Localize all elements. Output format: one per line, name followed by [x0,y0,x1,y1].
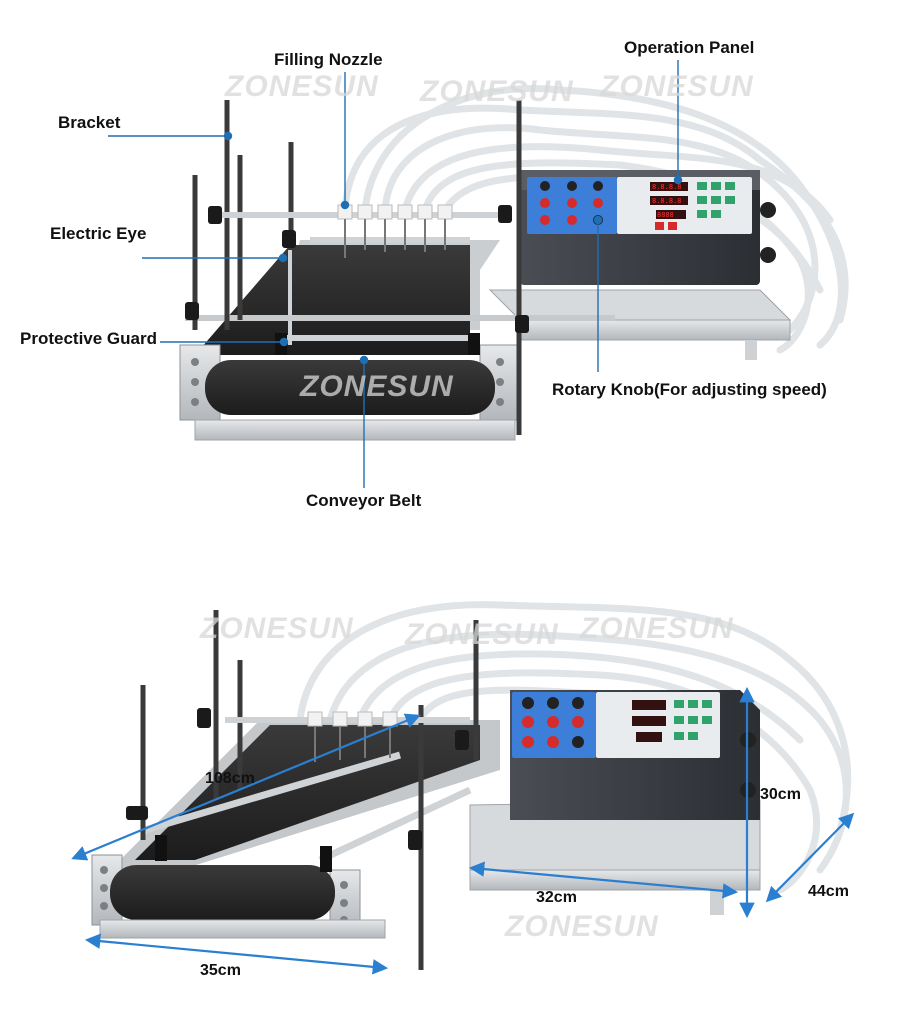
dimension-arrows [71,686,855,975]
watermark: ZONESUN [505,910,659,943]
callouts [108,60,683,488]
operation-panel-bottom [510,690,760,820]
svg-text:8.8.8.8: 8.8.8.8 [652,183,682,191]
label-electric-eye: Electric Eye [50,224,147,243]
nozzles-top [337,204,453,258]
svg-text:8.8.8.8: 8.8.8.8 [652,197,682,205]
dim-depth: 44cm [808,883,849,900]
dim-conveyor-width: 35cm [200,962,241,979]
watermark: ZONESUN [405,618,559,651]
label-filling-nozzle: Filling Nozzle [274,50,383,69]
watermark: ZONESUN [300,370,454,403]
watermark: ZONESUN [225,70,379,103]
watermark: ZONESUN [600,70,754,103]
label-rotary-knob: Rotary Knob(For adjusting speed) [552,380,827,399]
label-conveyor-belt: Conveyor Belt [306,491,422,510]
label-protective-guard: Protective Guard [20,329,157,348]
svg-text:8888: 8888 [657,211,674,219]
dim-length: 108cm [205,770,255,787]
dim-height: 30cm [760,786,801,803]
watermark: ZONESUN [420,75,574,108]
watermark: ZONESUN [200,612,354,645]
dim-platform-width: 32cm [536,889,577,906]
operation-panel-top: 8.8.8.8 8.8.8.8 8888 [520,170,776,285]
label-bracket: Bracket [58,113,121,132]
top-machine: 8.8.8.8 8.8.8.8 8888 [179,85,849,441]
watermark: ZONESUN [580,612,734,645]
label-operation-panel: Operation Panel [624,38,755,57]
